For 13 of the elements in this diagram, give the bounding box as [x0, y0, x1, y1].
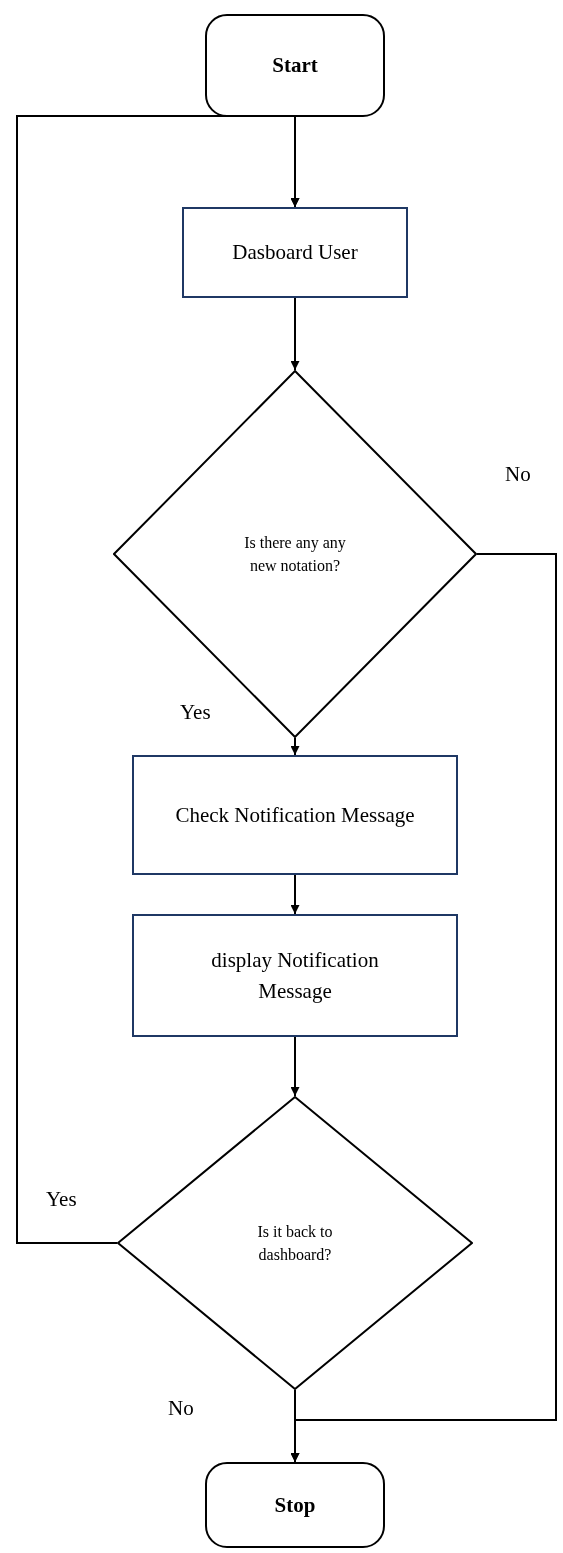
arrow	[290, 874, 300, 915]
terminal-box: Start	[205, 14, 385, 117]
arrow	[290, 1036, 300, 1097]
arrow	[290, 553, 557, 1463]
arrow	[16, 115, 300, 1244]
process-box: Check Notification Message	[132, 755, 458, 875]
arrow	[290, 737, 300, 756]
process-box: display Notification Message	[132, 914, 458, 1037]
arrow	[290, 297, 300, 371]
decision-text: Is it back to dashboard?	[256, 1221, 334, 1265]
terminal-box: Stop	[205, 1462, 385, 1548]
decision-text: Is there any any new notation?	[243, 532, 347, 576]
process-box: Dasboard User	[182, 207, 408, 298]
